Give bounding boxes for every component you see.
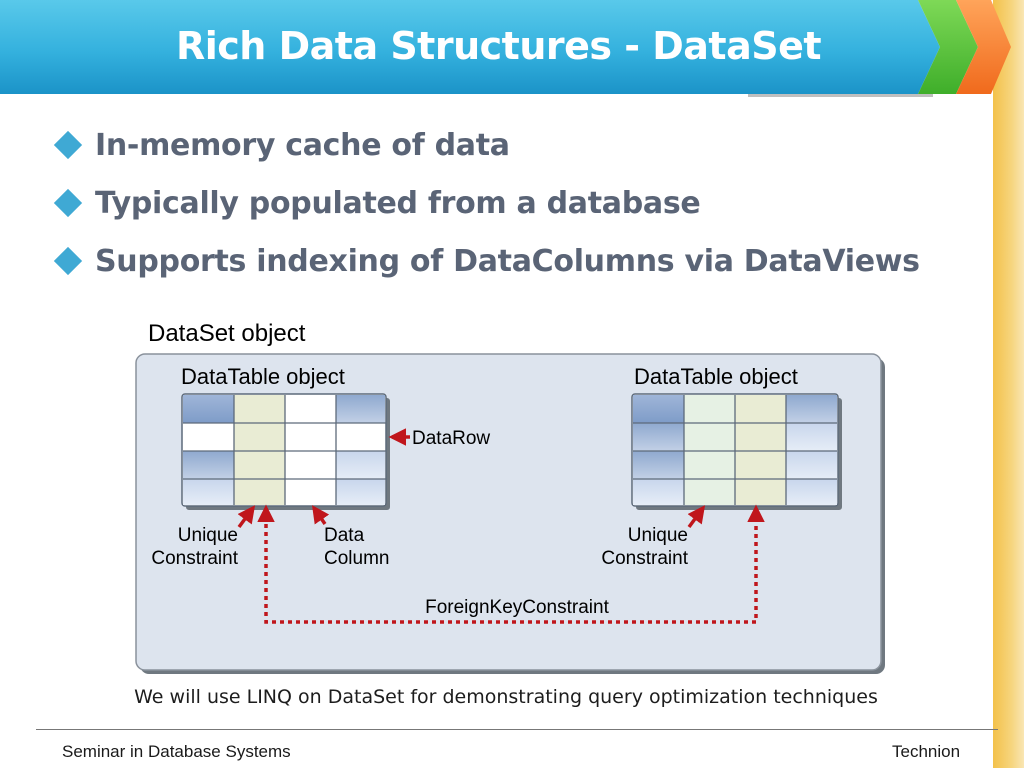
unique-left-line1: Unique [178,525,238,546]
datatable-left-label: DataTable object [181,364,345,389]
bullet-item: Typically populated from a database [53,186,920,244]
datacolumn-line1: Data [324,525,365,546]
title-banner [0,0,940,94]
bullet-text: In-memory cache of data [95,128,510,163]
unique-right-line1: Unique [628,525,688,546]
datarow-label: DataRow [412,428,490,449]
datatable-right-label: DataTable object [634,364,798,389]
bullet-text: Typically populated from a database [95,186,701,221]
slide-title: Rich Data Structures - DataSet [176,24,822,68]
unique-right-line2: Constraint [601,548,688,569]
dataset-label: DataSet object [148,320,306,347]
datacolumn-line2: Column [324,548,389,569]
slide-caption: We will use LINQ on DataSet for demonstr… [134,686,878,708]
bullet-item: In-memory cache of data [53,128,920,186]
bullet-item: Supports indexing of DataColumns via Dat… [53,244,920,302]
footer-right-text: Technion [892,742,961,761]
foreign-key-label: ForeignKeyConstraint [425,597,609,618]
footer-divider [36,729,998,730]
bullet-list: In-memory cache of data Typically popula… [53,128,920,302]
datatable-right [631,393,842,510]
banner-shadow [748,94,933,97]
edge-stripe [993,0,1024,768]
bullet-text: Supports indexing of DataColumns via Dat… [95,244,920,279]
unique-left-arrow [237,505,256,529]
foreign-key-path [257,504,765,624]
datatable-left [181,393,390,510]
footer-left-text: Seminar in Database Systems [62,742,291,761]
unique-left-line2: Constraint [151,548,238,569]
